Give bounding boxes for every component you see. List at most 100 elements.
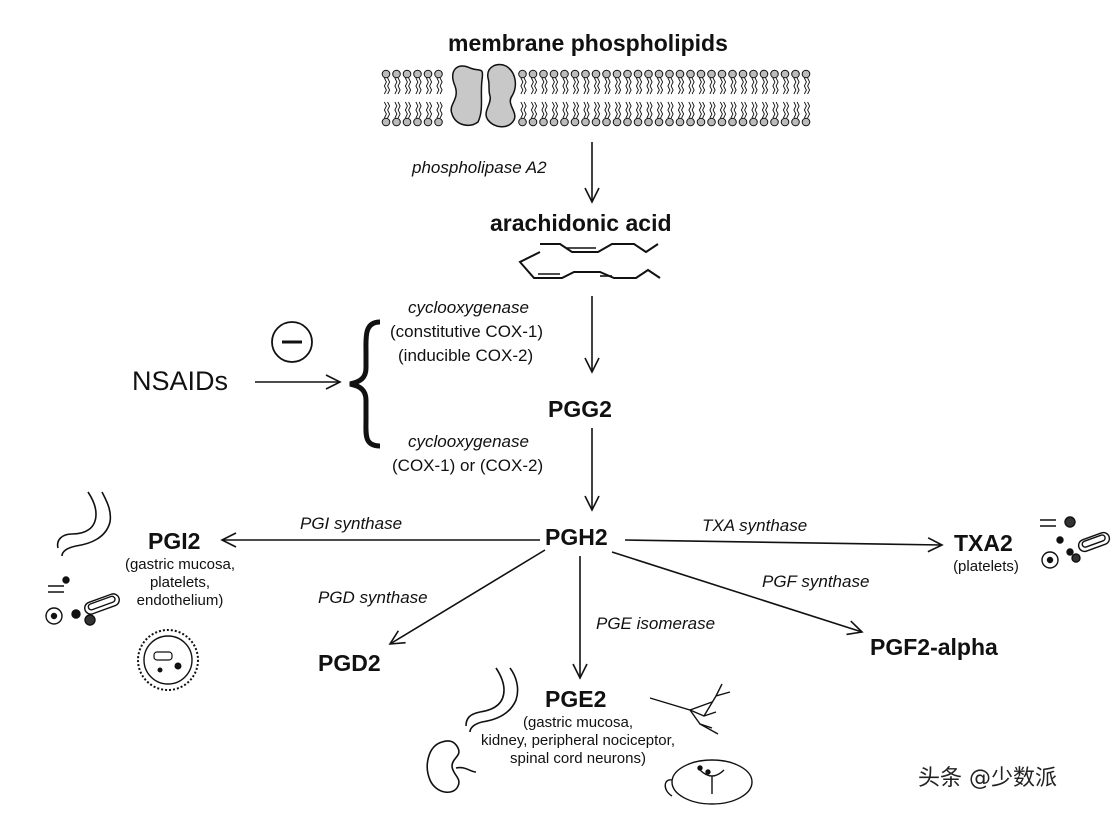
txa2-tissues: (platelets) bbox=[944, 558, 1028, 576]
lipid-head bbox=[770, 69, 779, 79]
lipid-tail bbox=[625, 101, 629, 119]
lipid-tail bbox=[702, 77, 706, 95]
lipid-tail bbox=[803, 77, 807, 95]
lipid-head bbox=[665, 117, 674, 127]
lipid-head bbox=[560, 69, 569, 79]
lipid-tail bbox=[439, 101, 443, 119]
lipid-head bbox=[602, 69, 611, 79]
lipid-head bbox=[791, 117, 800, 127]
lipid-tail bbox=[667, 101, 671, 119]
lipid-tail bbox=[555, 101, 559, 119]
phospholipase-a2-label: phospholipase A2 bbox=[412, 158, 547, 177]
lipid-tail bbox=[775, 77, 779, 95]
lipid-tail bbox=[723, 77, 727, 95]
lipid-tail bbox=[425, 101, 429, 119]
lipid-tail bbox=[618, 101, 622, 119]
lipid-tail bbox=[719, 101, 723, 119]
lipid-tail bbox=[534, 77, 538, 95]
lipid-head bbox=[612, 117, 622, 127]
cox-inducible-label: (inducible COX-2) bbox=[398, 346, 534, 365]
lipid-tail bbox=[408, 101, 412, 119]
lipid-tail bbox=[530, 77, 534, 95]
lipid-tail bbox=[656, 101, 660, 119]
txa2-label: TXA2 bbox=[954, 530, 1013, 556]
lipid-tail bbox=[691, 77, 695, 95]
lipid-tail bbox=[751, 101, 755, 119]
lipid-tail bbox=[562, 77, 566, 95]
lipid-tail bbox=[772, 101, 776, 119]
lipid-head bbox=[738, 69, 748, 79]
lipid-tail bbox=[681, 77, 685, 95]
lipid-head bbox=[528, 69, 538, 79]
lipid-head bbox=[707, 117, 716, 127]
inhibition-circle bbox=[271, 321, 313, 363]
lipid-tail bbox=[670, 77, 674, 95]
lipid-tail bbox=[719, 77, 723, 95]
lipid-tail bbox=[751, 77, 755, 95]
lipid-tail bbox=[576, 101, 580, 119]
lipid-head bbox=[413, 69, 422, 79]
stomach-icon-pge2 bbox=[465, 667, 519, 733]
lipid-tail bbox=[562, 101, 566, 119]
lipid-head bbox=[518, 117, 527, 127]
lipid-tail bbox=[740, 77, 744, 95]
lipid-head bbox=[549, 117, 559, 127]
lipid-tail bbox=[733, 101, 737, 119]
lipid-head bbox=[749, 117, 758, 127]
pge2-label: PGE2 bbox=[545, 686, 607, 712]
lipid-head bbox=[623, 117, 632, 127]
lipid-head bbox=[402, 69, 412, 79]
lipid-head bbox=[434, 69, 443, 79]
lipid-tail bbox=[712, 77, 716, 95]
pgi-synthase-label: PGI synthase bbox=[300, 514, 403, 533]
lipid-tail bbox=[782, 77, 786, 95]
lipid-tail bbox=[656, 77, 660, 95]
lipid-tail bbox=[628, 101, 632, 119]
lipid-tail bbox=[520, 101, 524, 119]
lipid-tail bbox=[772, 77, 776, 95]
lipid-tail bbox=[383, 101, 387, 119]
lipid-head bbox=[791, 69, 800, 79]
lipid-head bbox=[581, 117, 590, 127]
lipid-head bbox=[392, 69, 401, 79]
lipid-tail bbox=[614, 101, 618, 119]
pgi2-tissues: (gastric mucosa, platelets, endothelium) bbox=[110, 556, 250, 610]
lipid-head bbox=[623, 69, 632, 79]
lipid-tail bbox=[628, 77, 632, 95]
lipid-head bbox=[633, 117, 643, 127]
lipid-head bbox=[675, 117, 685, 127]
pgi2-tissue-line: endothelium) bbox=[136, 592, 224, 609]
lipid-head bbox=[749, 69, 758, 79]
lipid-tail bbox=[691, 101, 695, 119]
lipid-head bbox=[738, 117, 748, 127]
lipid-head bbox=[570, 117, 580, 127]
lipid-tail bbox=[404, 77, 408, 95]
lipid-tail bbox=[786, 101, 790, 119]
arachidonic-acid-label: arachidonic acid bbox=[490, 210, 672, 236]
pgg2-label: PGG2 bbox=[548, 396, 612, 422]
lipid-tail bbox=[565, 101, 569, 119]
lipid-head bbox=[780, 69, 790, 79]
lipid-tail bbox=[618, 77, 622, 95]
lipid-tail bbox=[425, 77, 429, 95]
lipid-tail bbox=[660, 101, 664, 119]
lipid-tail bbox=[744, 101, 748, 119]
lipid-head bbox=[602, 117, 611, 127]
lipid-tail bbox=[520, 77, 524, 95]
watermark: 头条 @少数派 bbox=[918, 766, 1057, 791]
lipid-tail bbox=[698, 77, 702, 95]
lipid-tail bbox=[383, 77, 387, 95]
lipid-tail bbox=[807, 77, 811, 95]
lipid-tail bbox=[551, 77, 555, 95]
pgd-synthase-label: PGD synthase bbox=[318, 588, 428, 607]
pgi2-label: PGI2 bbox=[148, 528, 201, 554]
lipid-tail bbox=[698, 101, 702, 119]
lipid-head bbox=[434, 117, 443, 127]
lipid-tail bbox=[782, 101, 786, 119]
lipid-head bbox=[423, 117, 433, 127]
lipid-tail bbox=[733, 77, 737, 95]
lipid-tail bbox=[681, 101, 685, 119]
lipid-head bbox=[539, 117, 548, 127]
lipid-tail bbox=[523, 101, 527, 119]
lipid-tail bbox=[803, 101, 807, 119]
